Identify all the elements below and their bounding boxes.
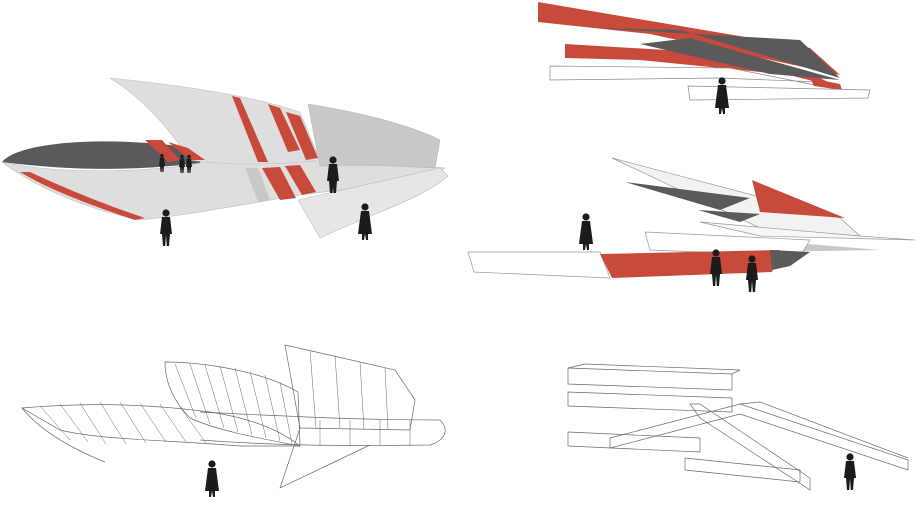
right-fin: [307, 103, 441, 169]
wire-lower-band: [20, 404, 301, 447]
red-base: [600, 250, 780, 278]
wire-blade: [609, 403, 909, 471]
dark-corner: [770, 250, 810, 270]
fin-stripe: [145, 140, 180, 162]
dark-underside: [595, 28, 840, 78]
angular-wireframe: [567, 363, 909, 491]
wire-edge: [21, 407, 106, 463]
person-figure: [205, 460, 219, 497]
red-slab: [565, 44, 840, 88]
upper-fin: [109, 77, 321, 165]
wire-cylinder: [164, 361, 301, 447]
right-ramp: [297, 167, 449, 239]
wire-ribs: [39, 349, 411, 446]
curved-wireframe: [20, 344, 446, 489]
band-stripe: [285, 165, 316, 195]
wire-slab: [567, 367, 733, 391]
curved-shaded-pavilion: [1, 77, 449, 246]
angular-shaded-middle: [467, 157, 916, 292]
wire-slab: [684, 457, 801, 483]
wire-right-fin: [284, 344, 416, 431]
wire-slab-top: [567, 363, 741, 375]
fin-stripe: [232, 96, 268, 162]
white-ledge: [687, 85, 871, 101]
person-figure: [844, 453, 856, 490]
dark-underside: [625, 182, 750, 210]
red-face: [752, 180, 845, 218]
person-figure: [715, 77, 729, 114]
wire-blade: [689, 403, 811, 491]
wire-slab: [567, 391, 733, 413]
dark-underside: [698, 210, 760, 222]
fin-stripe: [286, 112, 318, 160]
band-shadow: [245, 168, 270, 202]
person-figure: [579, 213, 593, 250]
fin-stripe: [168, 142, 205, 160]
wire-ramp: [279, 427, 371, 489]
thin-blade: [699, 221, 916, 241]
angular-shaded-top: [538, 2, 871, 114]
entry-ramp: [467, 251, 611, 279]
red-edge-stripe: [20, 172, 145, 220]
red-tip: [810, 78, 842, 90]
band-stripe: [262, 167, 296, 200]
wire-loop: [199, 411, 446, 446]
wire-blade-edge: [739, 401, 909, 459]
dark-underside: [640, 38, 840, 80]
fin-stripe: [268, 104, 300, 152]
